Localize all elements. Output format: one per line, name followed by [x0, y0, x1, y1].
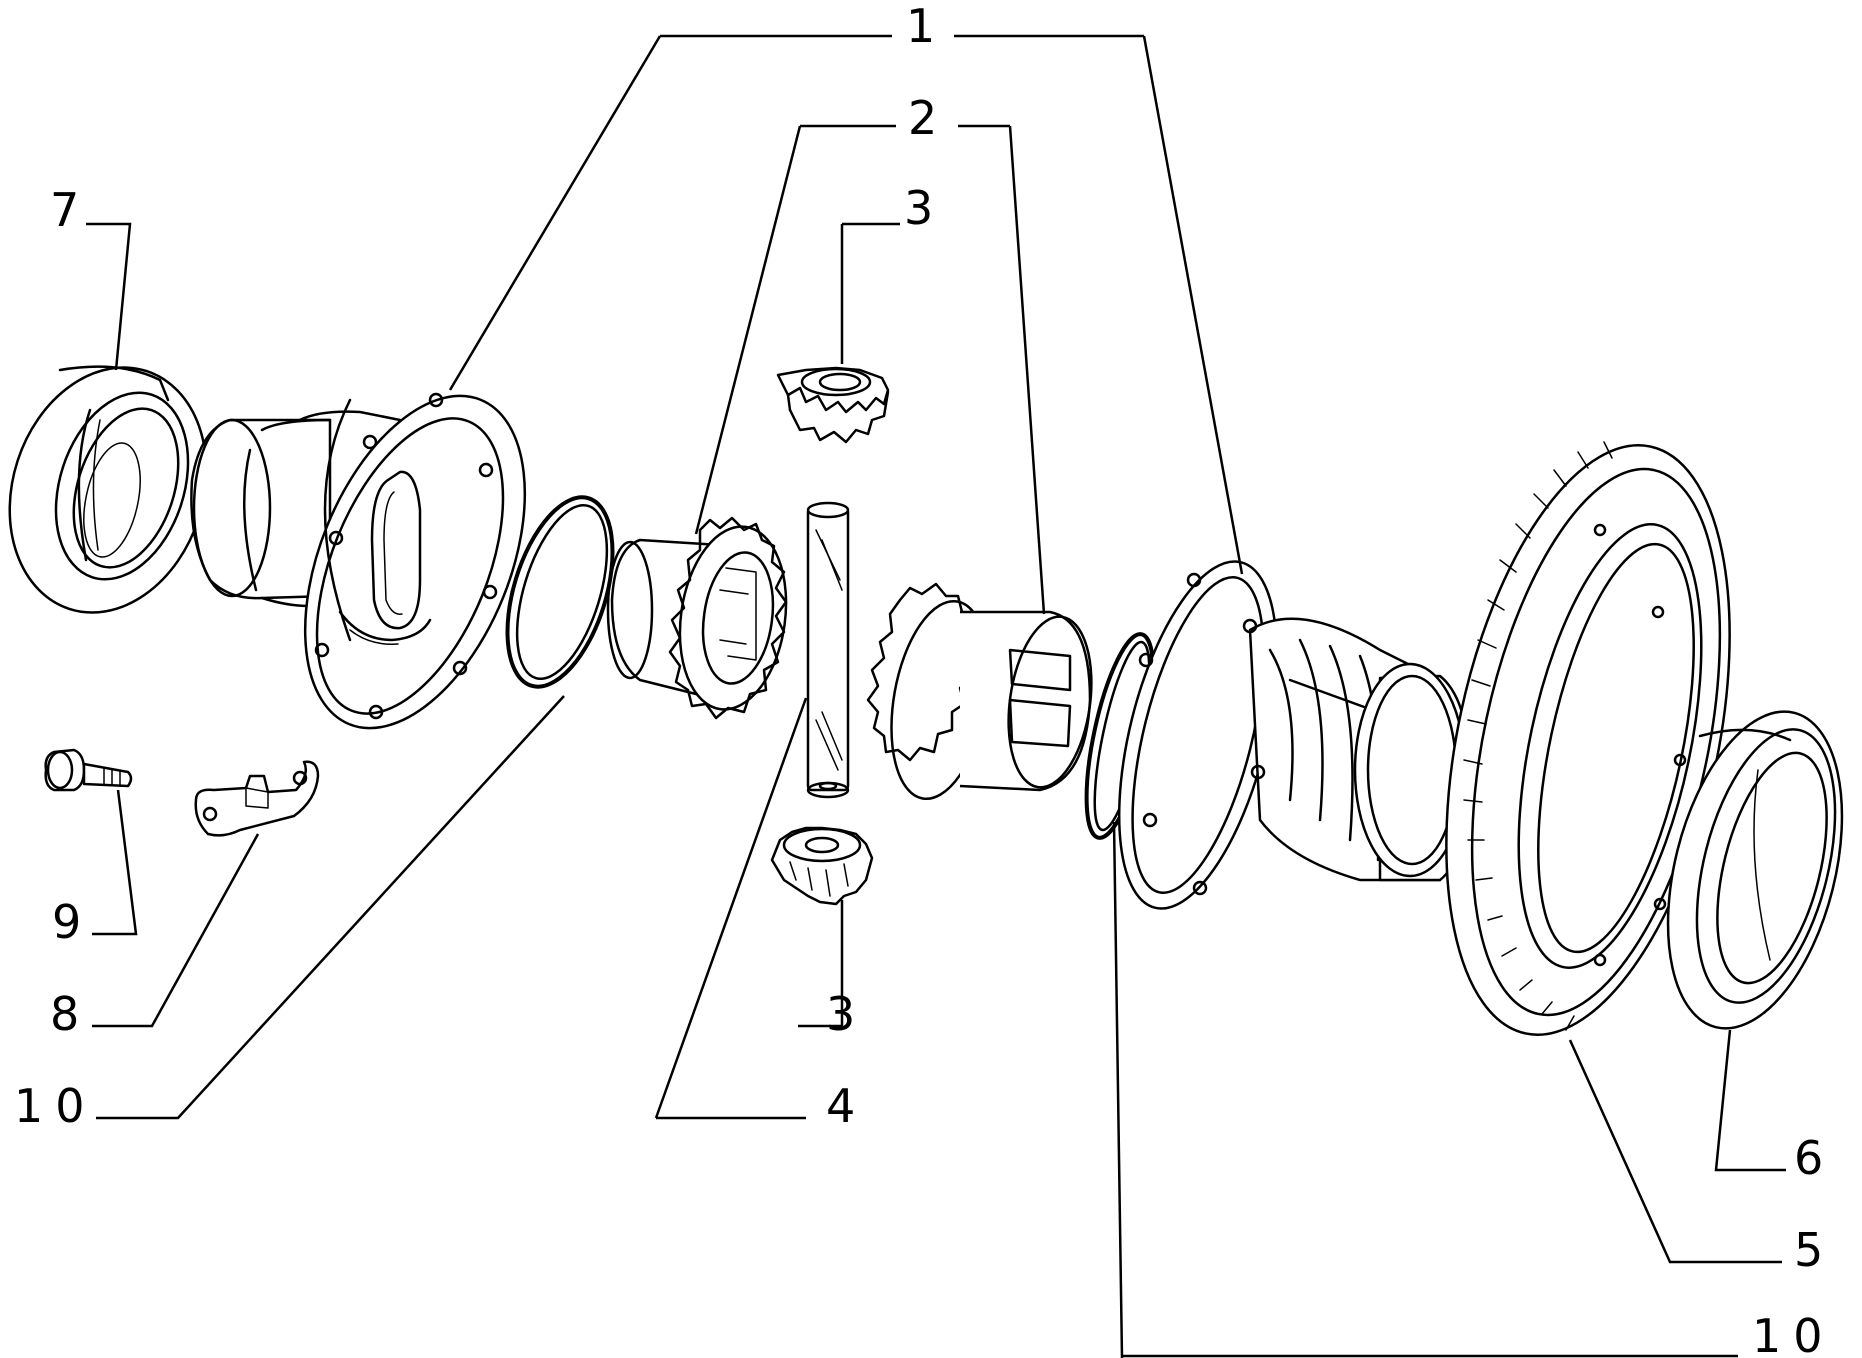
part-9-bolt	[44, 748, 133, 792]
part-3-pinion-gear-top	[776, 366, 890, 444]
callout-9: 9	[52, 895, 81, 949]
callout-1-top: 1	[906, 0, 935, 53]
part-2-side-gear-left	[606, 516, 788, 720]
callout-7: 7	[50, 183, 79, 237]
callout-10-bottom: 10	[1752, 1309, 1835, 1358]
callout-5: 5	[1794, 1223, 1823, 1277]
part-10-left-snap-ring	[505, 495, 615, 689]
callout-3-top: 3	[904, 181, 933, 235]
callout-10-left: 10	[14, 1079, 97, 1133]
callout-3-bottom: 3	[826, 987, 855, 1041]
callout-4: 4	[826, 1079, 855, 1133]
part-3-pinion-gear-bottom	[770, 826, 874, 906]
callout-6: 6	[1794, 1131, 1823, 1185]
callout-2-top: 2	[908, 91, 937, 145]
leader-lines	[86, 34, 1786, 1358]
part-6-right-bearing	[1666, 710, 1844, 1030]
part-4-pinion-shaft	[806, 501, 850, 799]
part-1-housing-left	[190, 392, 527, 730]
callout-labels: 1 2 3 7 9 8 10 3 4 6 5 10	[14, 0, 1835, 1358]
part-2-side-gear-right	[866, 582, 1093, 801]
part-1-housing-right	[1117, 560, 1472, 910]
part-8-lock-plate	[194, 760, 320, 837]
part-5-ring-gear	[1445, 441, 1731, 1036]
callout-8: 8	[50, 987, 79, 1041]
